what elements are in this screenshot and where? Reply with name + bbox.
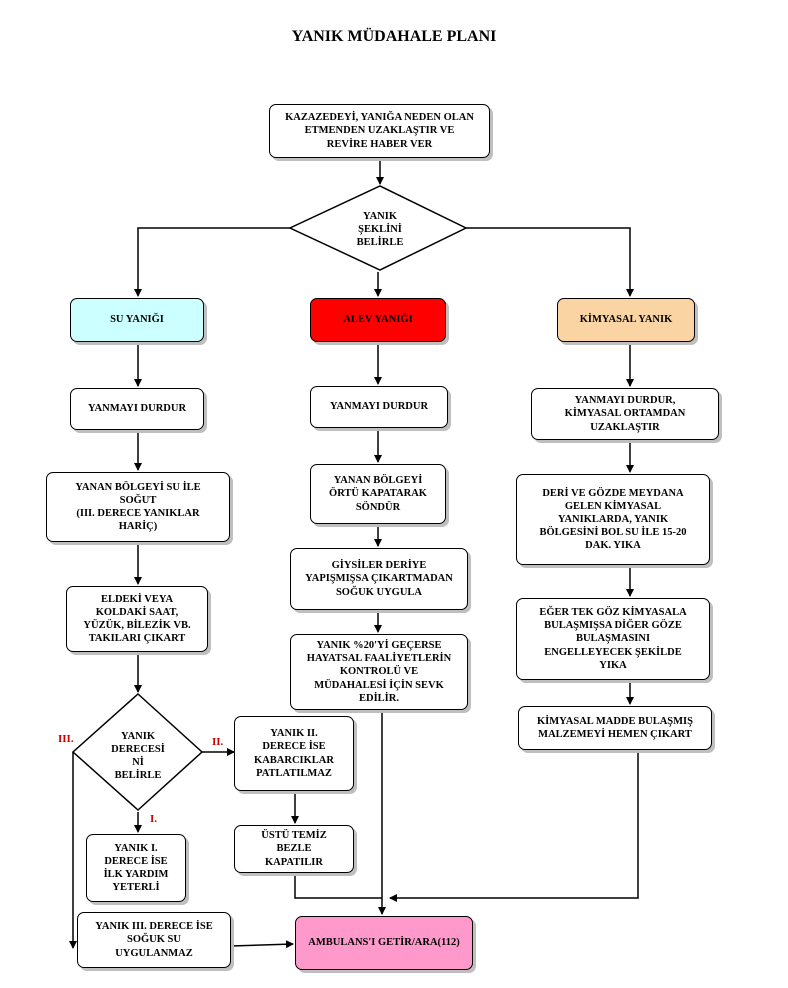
decision-burn-degree-label: YANIK DERECESİ Nİ BELİRLE <box>111 731 165 782</box>
label-degree-i: I. <box>150 813 158 825</box>
su-step-cool-area: YANAN BÖLGEYİ SU İLE SOĞUT (III. DERECE … <box>46 472 230 542</box>
connector-line <box>466 227 634 297</box>
page-title: YANIK MÜDAHALE PLANI <box>291 28 497 45</box>
alev-yanigi-header: ALEV YANIĞI <box>310 298 446 342</box>
su-step-stop-burning: YANMAYI DURDUR <box>70 388 204 430</box>
label-degree-iii: III. <box>58 733 74 745</box>
kimyasal-yanik-header: KİMYASAL YANIK <box>557 298 695 342</box>
connector-line <box>294 873 382 899</box>
connector-line <box>230 940 294 949</box>
su-step-remove-jewelry: ELDEKİ VEYA KOLDAKİ SAAT, YÜZÜK, BİLEZİK… <box>66 586 208 652</box>
decision-diamond-burn-degree <box>71 692 204 812</box>
kimyasal-step-remove-material: KİMYASAL MADDE BULAŞMIŞ MALZEMEYİ HEMEN … <box>518 706 712 750</box>
degree-iii-box: YANIK III. DERECE İSE SOĞUK SU UYGULANMA… <box>77 912 231 968</box>
label-degree-ii: II. <box>212 736 224 748</box>
decision-burn-type-label: YANIK ŞEKLİNİ BELİRLE <box>356 211 404 249</box>
alev-step-refer: YANIK %20'Yİ GEÇERSE HAYATSAL FAALİYETLE… <box>290 634 468 710</box>
alev-step-stop-burning: YANMAYI DURDUR <box>310 386 448 428</box>
connector-line <box>134 227 290 297</box>
kimyasal-step-stop: YANMAYI DURDUR, KİMYASAL ORTAMDAN UZAKLA… <box>531 388 719 440</box>
decision-diamond-burn-type <box>288 185 468 271</box>
degree-ii-box: YANIK II. DERECE İSE KABARCIKLAR PATLATI… <box>234 716 354 791</box>
degree-ii-cover-box: ÜSTÜ TEMİZ BEZLE KAPATILIR <box>234 825 354 873</box>
ambulans-box: AMBULANS'I GETİR/ARA(112) <box>295 916 473 970</box>
start-box: KAZAZEDEYİ, YANIĞA NEDEN OLAN ETMENDEN U… <box>269 104 490 158</box>
alev-step-clothes: GİYSİLER DERİYE YAPIŞMIŞSA ÇIKARTMADAN S… <box>290 548 468 610</box>
kimyasal-step-rinse: DERİ VE GÖZDE MEYDANA GELEN KİMYASAL YAN… <box>516 474 710 565</box>
connector-line <box>389 750 639 902</box>
su-yanigi-header: SU YANIĞI <box>70 298 204 342</box>
degree-i-box: YANIK I. DERECE İSE İLK YARDIM YETERLİ <box>86 834 186 902</box>
kimyasal-step-eye: EĞER TEK GÖZ KİMYASALA BULAŞMIŞSA DİĞER … <box>516 598 710 680</box>
alev-step-smother: YANAN BÖLGEYİ ÖRTÜ KAPATARAK SÖNDÜR <box>310 464 446 524</box>
